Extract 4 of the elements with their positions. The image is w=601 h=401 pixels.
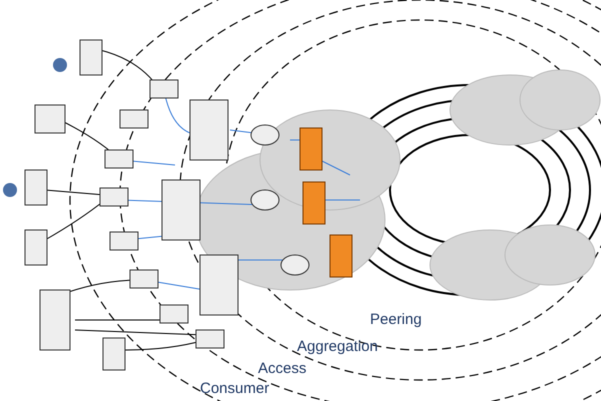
zone-label: Access xyxy=(258,360,306,378)
zone-label: Aggregation xyxy=(297,338,378,356)
zone-label: Consumer xyxy=(200,380,270,398)
zone-label: Peering xyxy=(370,311,422,329)
